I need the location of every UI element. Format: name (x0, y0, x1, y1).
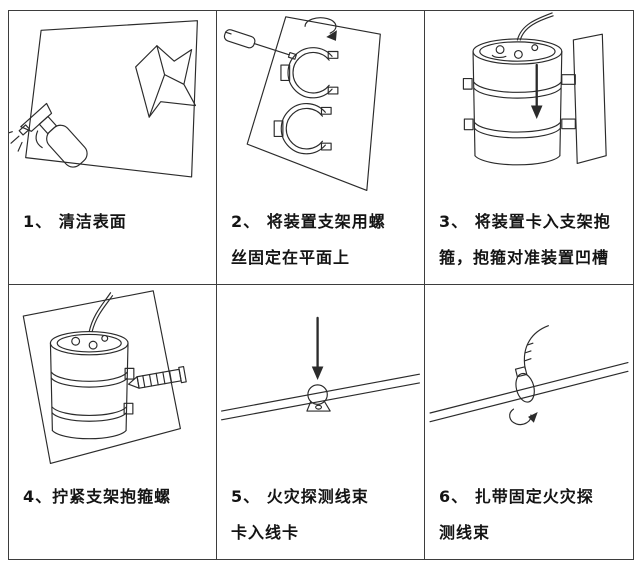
tighten-clamp-anchor-icon (22, 290, 187, 465)
step4-illustration (9, 285, 216, 477)
step1-illustration (9, 11, 216, 202)
step3-caption-line2: 箍，抱箍对准装置凹槽 (439, 248, 610, 267)
step-cell-4: 4、拧紧支架抱箍螺 (9, 285, 217, 559)
step4-caption-line1: 4、拧紧支架抱箍螺 (23, 487, 172, 506)
wire-clip-arrow-icon (221, 316, 420, 421)
instruction-table: 1、 清洁表面 (8, 10, 634, 560)
step6-caption: 6、 扎带固定火灾探 测线束 (425, 477, 633, 559)
step3-illustration (425, 11, 633, 202)
cable-tie-on-wire-icon (429, 325, 629, 426)
step5-caption-line1: 5、 火灾探测线束 (231, 487, 369, 506)
step2-illustration (217, 11, 424, 202)
step2-caption-line2: 丝固定在平面上 (231, 248, 351, 267)
step3-caption: 3、 将装置卡入支架抱 箍，抱箍对准装置凹槽 (425, 202, 633, 284)
step1-caption: 1、 清洁表面 (9, 202, 216, 284)
step3-caption-line1: 3、 将装置卡入支架抱 (439, 212, 611, 231)
step6-caption-line1: 6、 扎带固定火灾探 (439, 487, 594, 506)
step5-illustration (217, 285, 424, 477)
step-cell-3: 3、 将装置卡入支架抱 箍，抱箍对准装置凹槽 (425, 11, 633, 285)
step-cell-5: 5、 火灾探测线束 卡入线卡 (217, 285, 425, 559)
device-into-bracket-icon (462, 12, 607, 166)
step2-caption: 2、 将装置支架用螺 丝固定在平面上 (217, 202, 424, 284)
step2-caption-line1: 2、 将装置支架用螺 (231, 212, 386, 231)
step5-caption: 5、 火灾探测线束 卡入线卡 (217, 477, 424, 559)
step4-caption: 4、拧紧支架抱箍螺 (9, 477, 216, 559)
step5-caption-line2: 卡入线卡 (231, 523, 300, 542)
step6-caption-line2: 测线束 (439, 523, 491, 542)
spray-bottle-and-cloth-icon (9, 20, 198, 178)
step-cell-2: 2、 将装置支架用螺 丝固定在平面上 (217, 11, 425, 285)
screwdriver-brackets-icon (223, 16, 381, 192)
step6-illustration (425, 285, 633, 477)
step-cell-6: 6、 扎带固定火灾探 测线束 (425, 285, 633, 559)
step-cell-1: 1、 清洁表面 (9, 11, 217, 285)
step1-caption-line1: 1、 清洁表面 (23, 212, 127, 231)
